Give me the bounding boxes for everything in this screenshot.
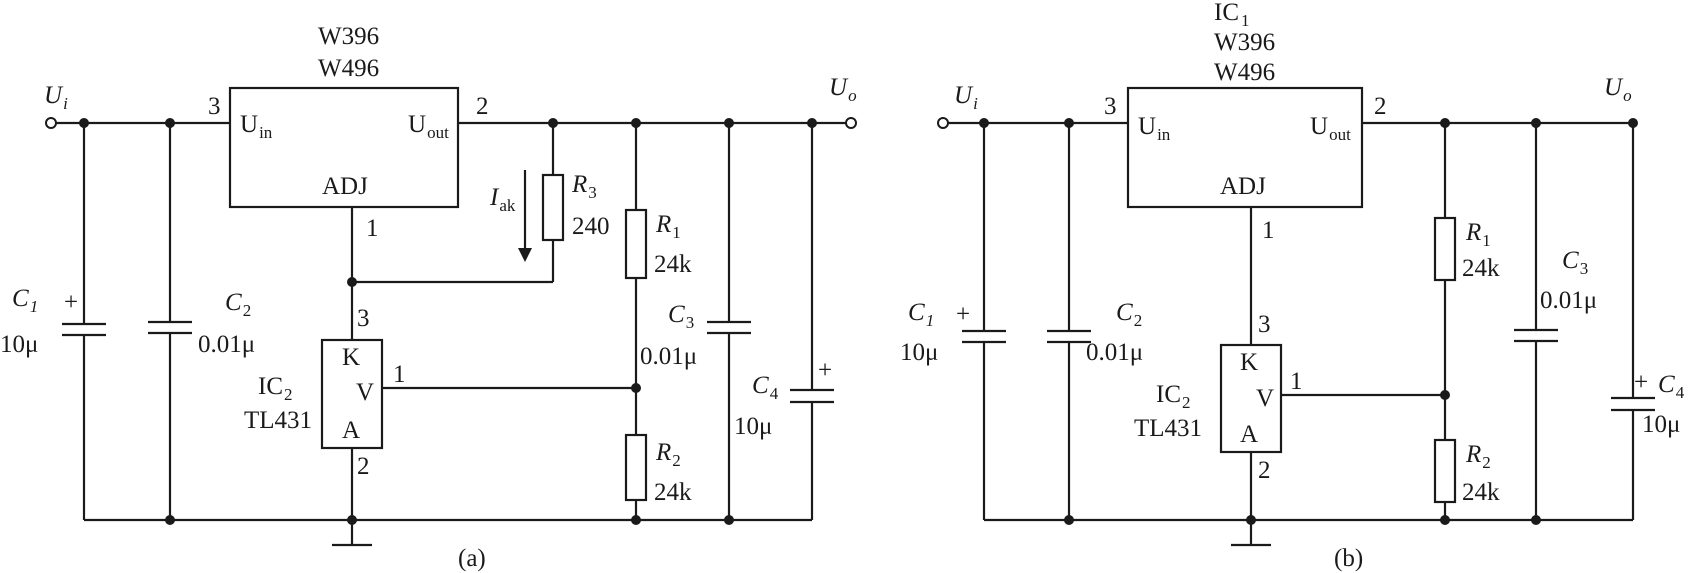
c4-name-b: C4 — [1658, 371, 1685, 402]
ic1-adj-label-b: ADJ — [1220, 173, 1266, 200]
ic1-adj-label: ADJ — [322, 173, 368, 200]
r3-name: R3 — [571, 171, 597, 202]
ic1-pin-adj-number: 1 — [366, 215, 379, 242]
ic2-pin-k-number: 3 — [357, 305, 370, 332]
c1-name-b: C1 — [908, 299, 934, 330]
circuit-a-wires — [54, 121, 848, 547]
ui-terminal-b[interactable] — [937, 117, 949, 129]
circuit-a-junctions — [79, 118, 817, 525]
ic1-uout-label: Uout — [408, 111, 449, 142]
ic2-tl431-box-b — [1219, 343, 1283, 454]
r2-name-b: R2 — [1465, 441, 1491, 472]
r2-value: 24k — [654, 479, 692, 506]
ic2-pin-a-number: 2 — [357, 453, 370, 480]
ic2-a-label-b: A — [1240, 421, 1258, 448]
caption-b: (b) — [1334, 545, 1363, 572]
c4-polarity: + — [818, 357, 832, 384]
r1-value-b: 24k — [1462, 255, 1500, 282]
ic1-regulator-box-b — [1126, 86, 1364, 209]
uo-terminal[interactable] — [845, 117, 857, 129]
r2-resistor-b — [1433, 438, 1457, 504]
c3-value: 0.01μ — [640, 343, 697, 370]
ic2-name: IC2 — [258, 373, 293, 404]
r3-value: 240 — [572, 213, 610, 240]
c4-value: 10μ — [734, 413, 772, 440]
ic2-k-label: K — [342, 344, 360, 371]
c1-polarity-b: + — [956, 301, 970, 328]
uo-label: Uo — [829, 74, 857, 105]
c3-value-b: 0.01μ — [1540, 287, 1597, 314]
c4-polarity-b: + — [1634, 369, 1648, 396]
ic2-tl431-box — [320, 338, 384, 450]
ic1-pin-in-number: 3 — [208, 93, 221, 120]
circuit-b-junctions — [979, 118, 1638, 525]
ic1-part-line2-b: W496 — [1214, 59, 1275, 86]
caption-a: (a) — [458, 545, 486, 572]
uo-label-b: Uo — [1604, 74, 1632, 105]
c2-value-b: 0.01μ — [1086, 339, 1143, 366]
ic2-v-label: V — [356, 379, 374, 406]
ic1-uin-label-b: Uin — [1138, 113, 1171, 144]
ic1-pin-out-number-b: 2 — [1374, 93, 1387, 120]
ic1-part-line1: W396 — [318, 23, 379, 50]
ic2-part-b: TL431 — [1134, 415, 1202, 442]
c1-value-b: 10μ — [900, 339, 938, 366]
r3-resistor — [541, 173, 565, 242]
ic2-pin-v-number-b: 1 — [1290, 368, 1303, 395]
c1-polarity: + — [64, 289, 78, 316]
ic2-pin-v-number: 1 — [393, 361, 406, 388]
c4-value-b: 10μ — [1642, 411, 1680, 438]
c1-value: 10μ — [0, 331, 38, 358]
c2-name: C2 — [225, 289, 251, 320]
r1-resistor — [624, 208, 648, 280]
c2-name-b: C2 — [1116, 299, 1142, 330]
ic1-uin-label: Uin — [240, 111, 273, 142]
r1-name-b: R1 — [1465, 219, 1491, 250]
ic2-pin-a-number-b: 2 — [1258, 457, 1271, 484]
ic1-pin-adj-number-b: 1 — [1262, 217, 1275, 244]
ic2-part: TL431 — [244, 407, 312, 434]
ic2-v-label-b: V — [1256, 385, 1274, 412]
r2-resistor — [624, 433, 648, 502]
ic2-k-label-b: K — [1240, 349, 1258, 376]
ic1-part-line2: W496 — [318, 55, 379, 82]
c2-value: 0.01μ — [198, 331, 255, 358]
r1-resistor-b — [1433, 216, 1457, 282]
ic1-pin-in-number-b: 3 — [1104, 93, 1117, 120]
circuit-b-capacitors — [962, 328, 1655, 412]
c3-name: C3 — [668, 301, 694, 332]
ui-label: Ui — [44, 82, 68, 113]
c1-name: C1 — [12, 285, 38, 316]
circuit-a-capacitors — [62, 320, 834, 404]
r2-value-b: 24k — [1462, 479, 1500, 506]
iak-label: Iak — [489, 184, 516, 215]
r1-value: 24k — [654, 251, 692, 278]
c4-name: C4 — [752, 372, 779, 403]
ui-terminal[interactable] — [45, 117, 57, 129]
iak-arrow-head — [518, 248, 532, 262]
ic1-uout-label-b: Uout — [1310, 113, 1351, 144]
c3-name-b: C3 — [1562, 247, 1588, 278]
r1-name: R1 — [655, 211, 681, 242]
ic2-name-b: IC2 — [1156, 381, 1191, 412]
ic1-part-line1-b: W396 — [1214, 29, 1275, 56]
ic1-pin-out-number: 2 — [476, 93, 489, 120]
ui-label-b: Ui — [954, 82, 978, 113]
ic2-pin-k-number-b: 3 — [1258, 311, 1271, 338]
r2-name: R2 — [655, 439, 681, 470]
ic2-a-label: A — [342, 417, 360, 444]
circuit-a: W396 W496 Ui Uo 3 2 1 Uin Uout ADJ Iak R… — [0, 23, 857, 572]
ic1-regulator-box — [228, 86, 460, 209]
circuit-b-wires — [946, 121, 1635, 547]
